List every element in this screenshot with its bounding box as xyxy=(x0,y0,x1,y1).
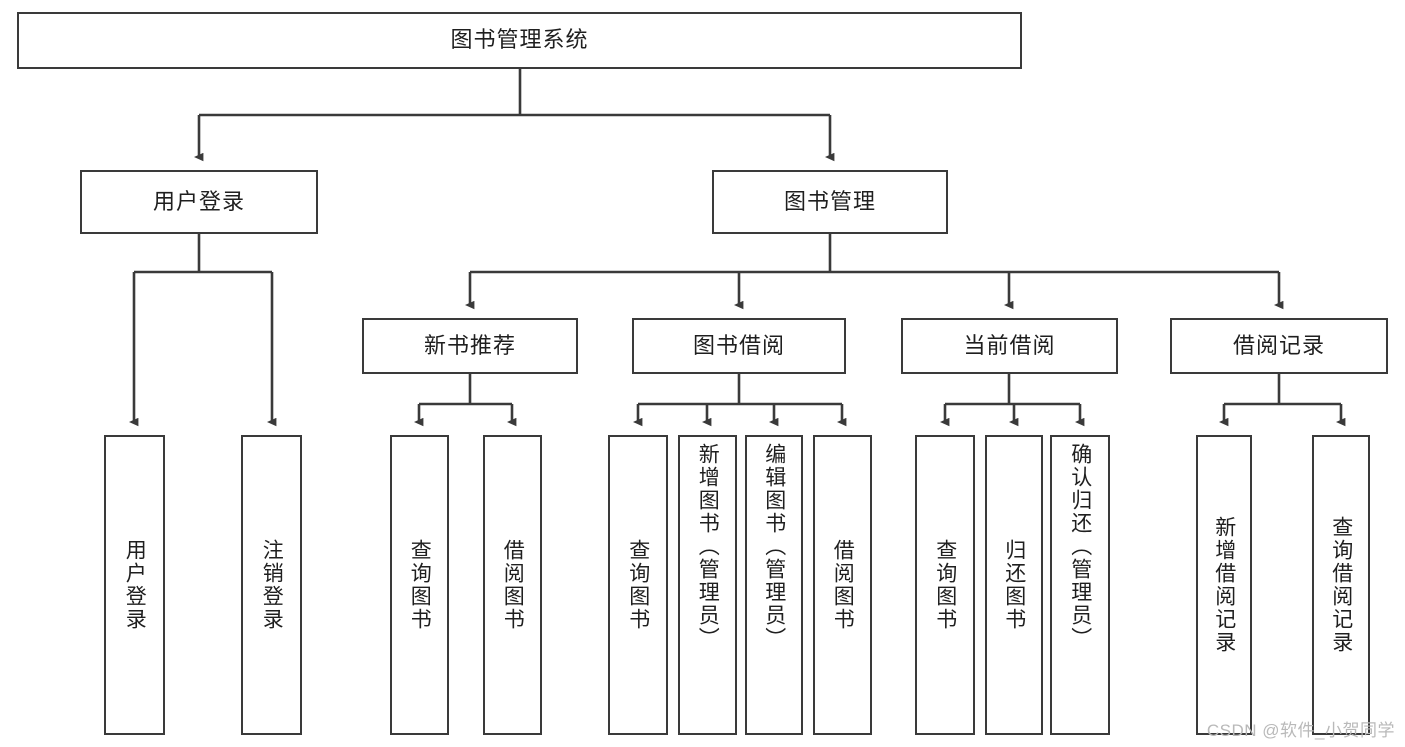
node-current-borrow-label: 当前借阅 xyxy=(963,332,1056,358)
leaf-borrow-books-borrow[interactable]: 借阅图书 xyxy=(813,435,872,735)
node-new-book-recommend-label: 新书推荐 xyxy=(423,332,516,358)
leaf-add-borrow-record[interactable]: 新增借阅记录 xyxy=(1196,435,1252,735)
leaf-query-books-recommend[interactable]: 查询图书 xyxy=(390,435,449,735)
leaf-edit-book-admin-label: 编辑图书（管理员） xyxy=(762,443,786,650)
node-new-book-recommend[interactable]: 新书推荐 xyxy=(362,318,578,374)
leaf-user-login-label: 用户登录 xyxy=(123,539,147,631)
leaf-add-book-admin[interactable]: 新增图书（管理员） xyxy=(678,435,737,735)
node-book-management[interactable]: 图书管理 xyxy=(712,170,948,234)
leaf-confirm-return-admin-label: 确认归还（管理员） xyxy=(1068,443,1092,650)
node-book-borrow-label: 图书借阅 xyxy=(692,332,785,358)
leaf-add-borrow-record-label: 新增借阅记录 xyxy=(1212,516,1236,654)
node-user-login[interactable]: 用户登录 xyxy=(80,170,318,234)
leaf-query-books-current[interactable]: 查询图书 xyxy=(915,435,975,735)
leaf-query-borrow-record[interactable]: 查询借阅记录 xyxy=(1312,435,1370,735)
leaf-add-book-admin-label: 新增图书（管理员） xyxy=(696,443,720,650)
node-user-login-label: 用户登录 xyxy=(152,188,245,214)
leaf-confirm-return-admin[interactable]: 确认归还（管理员） xyxy=(1050,435,1110,735)
leaf-borrow-books-recommend-label: 借阅图书 xyxy=(501,539,525,631)
leaf-edit-book-admin[interactable]: 编辑图书（管理员） xyxy=(745,435,803,735)
node-borrow-records[interactable]: 借阅记录 xyxy=(1170,318,1388,374)
leaf-query-books-borrow-label: 查询图书 xyxy=(626,539,650,631)
leaf-query-books-current-label: 查询图书 xyxy=(933,539,957,631)
leaf-logout-label: 注销登录 xyxy=(260,539,284,631)
leaf-logout[interactable]: 注销登录 xyxy=(241,435,302,735)
leaf-query-books-borrow[interactable]: 查询图书 xyxy=(608,435,668,735)
watermark-text: CSDN @软件_小贺同学 xyxy=(1206,721,1395,740)
leaf-query-borrow-record-label: 查询借阅记录 xyxy=(1329,516,1353,654)
node-book-borrow[interactable]: 图书借阅 xyxy=(632,318,846,374)
leaf-return-books[interactable]: 归还图书 xyxy=(985,435,1043,735)
node-borrow-records-label: 借阅记录 xyxy=(1232,332,1325,358)
leaf-return-books-label: 归还图书 xyxy=(1002,539,1026,631)
leaf-query-books-recommend-label: 查询图书 xyxy=(408,539,432,631)
node-current-borrow[interactable]: 当前借阅 xyxy=(901,318,1118,374)
node-root-label: 图书管理系统 xyxy=(450,27,589,53)
leaf-borrow-books-borrow-label: 借阅图书 xyxy=(831,539,855,631)
leaf-user-login[interactable]: 用户登录 xyxy=(104,435,165,735)
leaf-borrow-books-recommend[interactable]: 借阅图书 xyxy=(483,435,542,735)
node-root[interactable]: 图书管理系统 xyxy=(17,12,1022,69)
node-book-management-label: 图书管理 xyxy=(783,188,876,214)
